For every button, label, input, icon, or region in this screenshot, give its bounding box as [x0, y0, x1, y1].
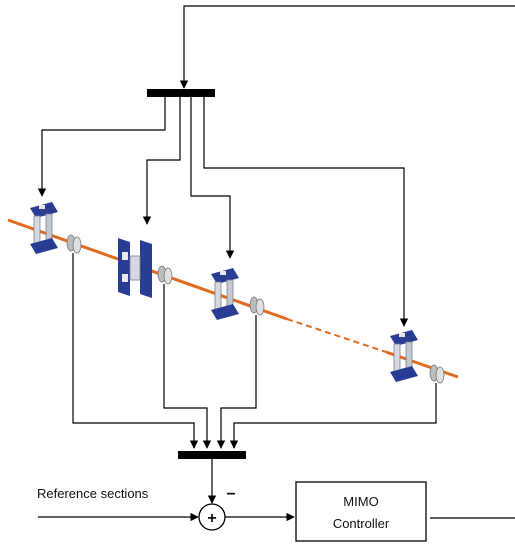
summing-minus-sign: − — [226, 486, 235, 503]
corrector-magnet-icon — [390, 330, 418, 382]
summing-plus-sign: + — [207, 510, 216, 527]
beam-position-monitor-icon — [157, 265, 173, 285]
measurement-wires — [72, 253, 437, 449]
measurement-wire-2 — [163, 284, 212, 449]
reference-sections-label: Reference sections — [37, 486, 149, 501]
controller-block-icon: MIMO Controller — [295, 481, 427, 542]
distribution-bus-icon — [147, 89, 215, 97]
measurement-wire-3 — [216, 315, 257, 449]
collector-bus-icon — [178, 451, 246, 459]
command-wire-2 — [142, 97, 181, 225]
summing-junction-icon: + — [198, 503, 226, 531]
corrector-magnet-icon — [118, 238, 152, 298]
beam-position-monitor-icon — [429, 364, 445, 384]
beam-position-monitor-icon — [249, 296, 265, 316]
corrector-command-wires — [37, 97, 409, 327]
measurement-wire-1 — [72, 253, 199, 449]
corrector-magnet-icon — [211, 268, 239, 320]
feedback-wire — [179, 5, 515, 519]
beam-position-monitor-icon — [66, 234, 82, 254]
controller-label-line2: Controller — [333, 516, 390, 531]
command-wire-1 — [37, 97, 166, 197]
controller-label-line1: MIMO — [343, 494, 378, 509]
measurement-wire-4 — [229, 383, 437, 449]
command-wire-4 — [203, 97, 409, 327]
corrector-magnet-icon — [30, 202, 58, 254]
command-wire-3 — [190, 97, 235, 259]
